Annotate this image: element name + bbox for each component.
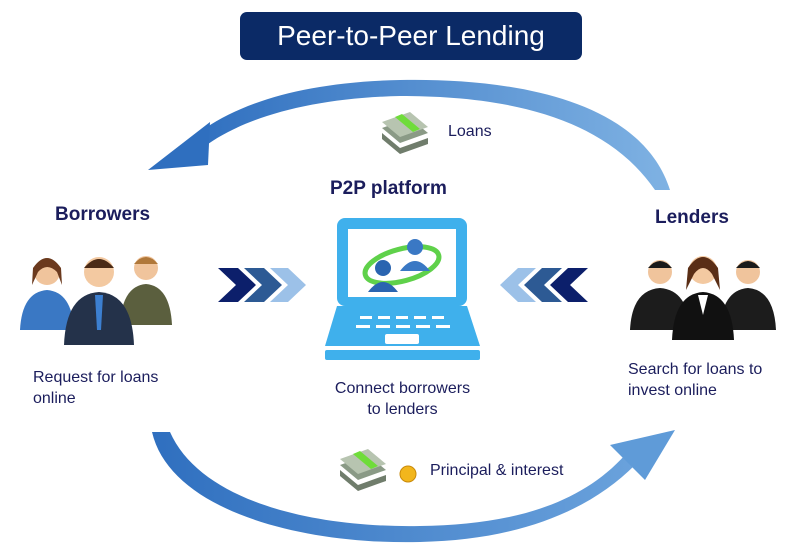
- platform-line-1: Connect borrowers: [334, 380, 471, 397]
- principal-interest-label: Principal & interest: [430, 462, 564, 479]
- lenders-line-1: Search for loans to: [628, 361, 763, 378]
- platform-heading: P2P platform: [330, 178, 447, 199]
- laptop-platform-icon: [325, 218, 480, 360]
- money-stack-coin-icon: [340, 449, 417, 491]
- lenders-description: Search for loans to invest online: [628, 359, 762, 401]
- lenders-heading: Lenders: [655, 207, 729, 228]
- platform-line-2: to lenders: [367, 401, 438, 418]
- chevrons-left: [500, 268, 588, 302]
- top-flow-arrow: [148, 79, 670, 190]
- loans-label: Loans: [448, 123, 492, 140]
- lenders-people-icon: [630, 256, 776, 340]
- money-stack-icon: [382, 112, 428, 154]
- borrowers-description: Request for loans online: [33, 367, 158, 409]
- borrowers-line-1: Request for loans: [33, 369, 159, 386]
- platform-description: Connect borrowers to lenders: [320, 378, 485, 420]
- chevrons-right: [218, 268, 306, 302]
- bottom-flow-arrow: [152, 430, 675, 543]
- lenders-line-2: invest online: [628, 382, 717, 399]
- borrowers-people-icon: [20, 256, 172, 345]
- borrowers-heading: Borrowers: [55, 204, 151, 225]
- borrowers-line-2: online: [33, 390, 76, 407]
- page-title: Peer-to-Peer Lending: [240, 12, 582, 60]
